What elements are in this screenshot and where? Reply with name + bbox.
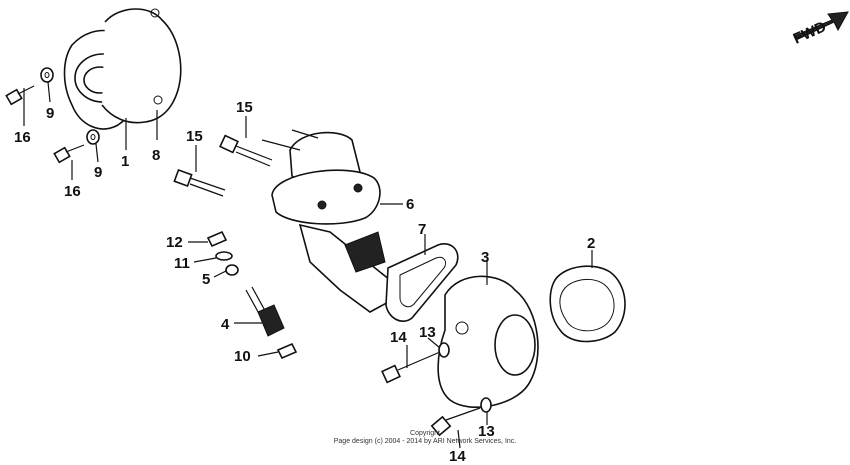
copyright-line-1: Copyright <box>410 430 440 437</box>
part-9-washer-lower[interactable] <box>86 129 100 145</box>
part-14-bolt-upper[interactable] <box>381 351 441 384</box>
part-13-washer-upper[interactable] <box>438 342 450 358</box>
callout-14-lower: 14 <box>449 448 466 465</box>
callout-3: 3 <box>481 249 489 266</box>
callout-5: 5 <box>202 271 210 288</box>
part-3-housing[interactable] <box>437 275 539 408</box>
callout-13-lower: 13 <box>478 423 495 440</box>
callout-6: 6 <box>406 196 414 213</box>
callout-15-lower: 15 <box>186 128 203 145</box>
callout-8: 8 <box>152 147 160 164</box>
callout-15-upper: 15 <box>236 99 253 116</box>
callout-11: 11 <box>174 255 190 272</box>
part-4-drive-gear[interactable] <box>245 286 285 337</box>
callout-10: 10 <box>234 348 251 365</box>
part-9-washer-upper[interactable] <box>40 67 54 83</box>
callout-16-upper: 16 <box>14 129 31 146</box>
part-7-gasket[interactable] <box>385 243 459 322</box>
part-15-bolt-upper[interactable] <box>219 134 273 167</box>
callout-4: 4 <box>221 316 230 333</box>
part-8-gasket[interactable] <box>101 8 182 124</box>
callout-13-upper: 13 <box>419 324 436 341</box>
part-5-seal[interactable] <box>225 264 239 276</box>
part-10-clip[interactable] <box>276 342 298 360</box>
callout-9-upper: 9 <box>46 105 54 122</box>
fwd-arrow-icon <box>793 11 849 41</box>
callout-2: 2 <box>587 235 595 252</box>
part-11-clip[interactable] <box>215 251 233 261</box>
callout-12: 12 <box>166 234 183 251</box>
part-16-bolt-upper[interactable] <box>5 85 35 106</box>
part-16-bolt-lower[interactable] <box>53 144 85 164</box>
leader-lines <box>23 81 593 449</box>
part-15-bolt-lower[interactable] <box>173 168 226 197</box>
part-2-gasket[interactable] <box>549 265 626 343</box>
part-6-fuel-pump[interactable] <box>261 129 393 313</box>
callout-7: 7 <box>418 221 426 238</box>
part-13-washer-lower[interactable] <box>480 397 492 413</box>
part-14-bolt-lower[interactable] <box>430 407 481 437</box>
fwd-label: FWD <box>791 18 829 47</box>
callout-16-lower: 16 <box>64 183 81 200</box>
callout-9-lower: 9 <box>94 164 102 181</box>
callout-14-upper: 14 <box>390 329 407 346</box>
copyright-line-2: Page design (c) 2004 - 2014 by ARI Netwo… <box>333 438 517 445</box>
callout-1: 1 <box>121 153 129 170</box>
part-12-pin[interactable] <box>206 230 228 248</box>
